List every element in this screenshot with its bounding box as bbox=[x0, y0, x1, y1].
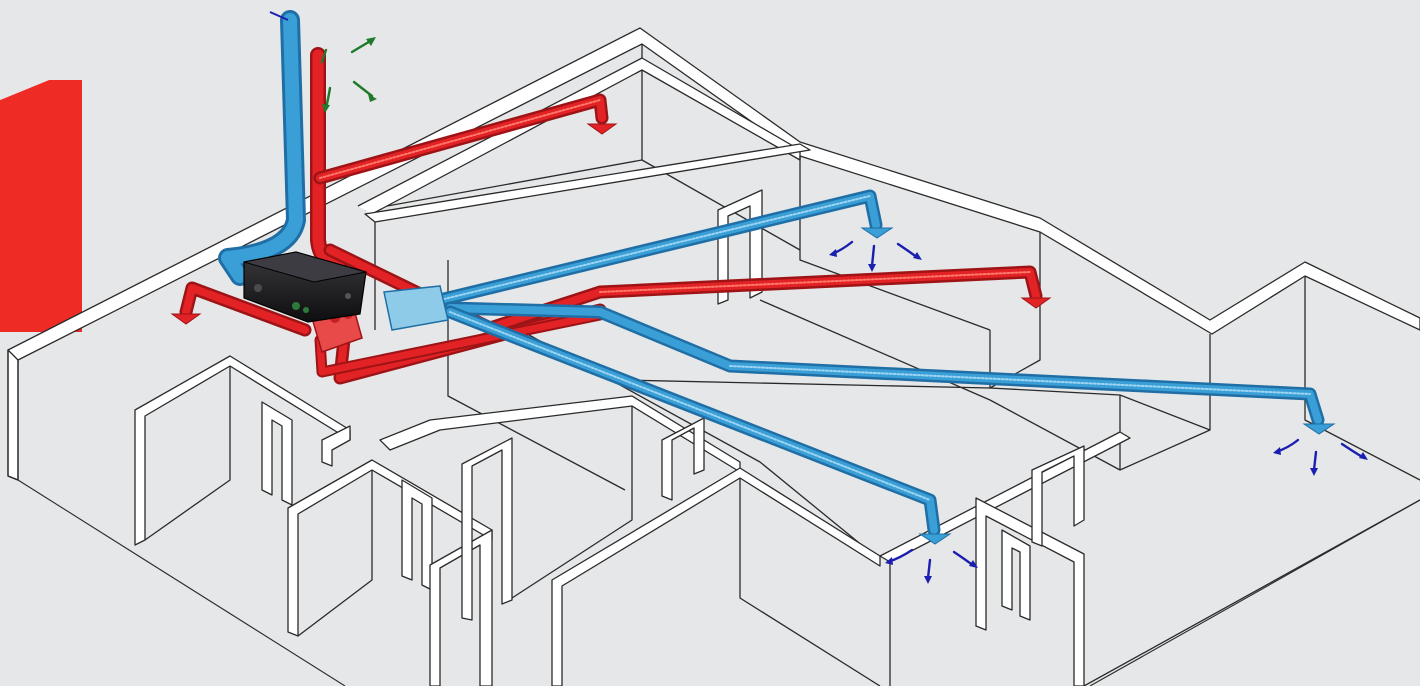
middle-lower-door bbox=[401, 479, 433, 591]
exhaust-airflow-arrows-icon bbox=[320, 37, 377, 113]
accent-tab bbox=[0, 80, 82, 332]
lower-left-door bbox=[261, 401, 293, 506]
room-a-partition-rim bbox=[357, 57, 801, 215]
supply-plenum-box bbox=[383, 285, 449, 331]
center-lower-door bbox=[461, 437, 513, 621]
extract-duct-left bbox=[182, 284, 309, 334]
corridor-wall-3 bbox=[619, 379, 1121, 396]
center-partition-rim bbox=[364, 143, 811, 223]
building-walls bbox=[7, 27, 1420, 686]
right-lower-door-2 bbox=[1031, 445, 1085, 547]
room-b-right-wall bbox=[989, 232, 1041, 389]
corridor-wall-4 bbox=[759, 299, 1211, 471]
supply-diffuser-icon bbox=[860, 227, 1336, 545]
supply-duct-network bbox=[218, 10, 1336, 545]
room-a-divider bbox=[641, 159, 801, 251]
bottom-center-rim bbox=[551, 467, 881, 686]
room-b-back-wall bbox=[799, 156, 991, 331]
center-lower-face bbox=[511, 406, 633, 599]
floor-edge-right-2 bbox=[1083, 499, 1420, 686]
supply-stack bbox=[221, 13, 303, 283]
supply-airflow-arrows-icon bbox=[829, 240, 1368, 584]
lower-left-room-face bbox=[144, 366, 231, 541]
mvhr-unit-icon bbox=[243, 251, 367, 323]
right-lower-door-frame bbox=[975, 497, 1085, 686]
middle-lower-door-b bbox=[429, 529, 493, 686]
middle-lower-face bbox=[297, 470, 373, 637]
lower-left-door-2 bbox=[321, 425, 351, 467]
center-lower-door-2 bbox=[661, 417, 705, 501]
bottom-center-face bbox=[739, 478, 881, 686]
extract-grille-icon bbox=[170, 123, 1052, 325]
extract-duct-lower-b bbox=[316, 311, 604, 376]
room-c-back-wall bbox=[1304, 276, 1420, 481]
floor-edge-left bbox=[17, 479, 346, 686]
right-lower-door bbox=[1001, 529, 1031, 621]
lower-left-wall-rim bbox=[134, 355, 351, 546]
extract-stack bbox=[312, 49, 346, 274]
